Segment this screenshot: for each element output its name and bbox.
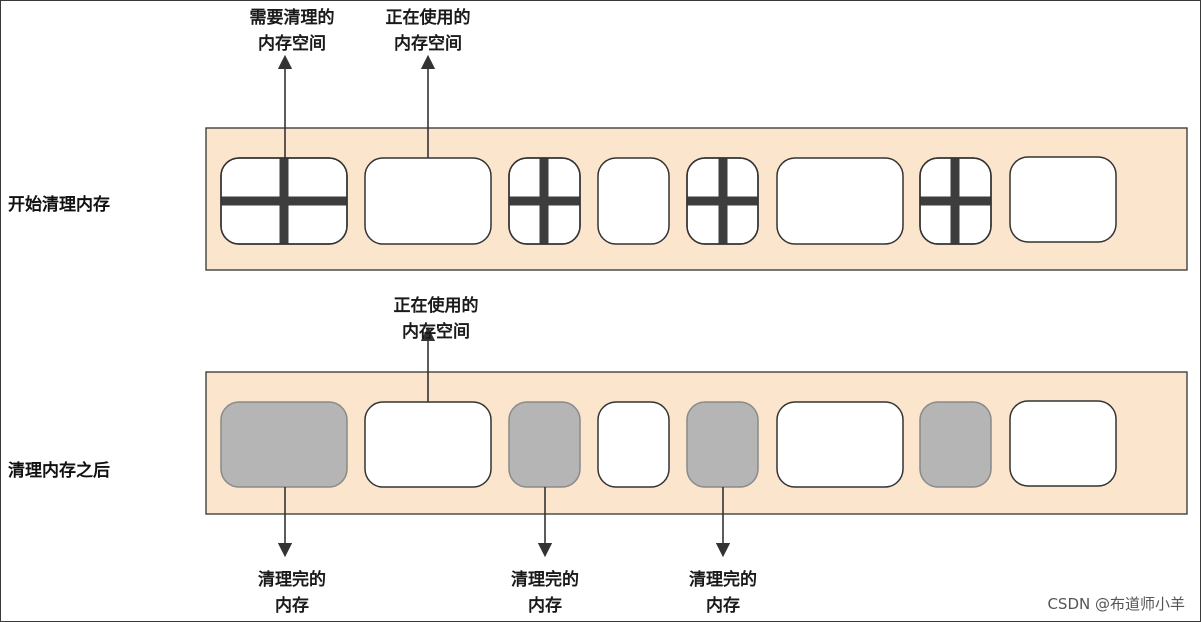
cleaned-label-3-line1: 清理完的 [689,569,757,590]
memory-block-in-use [776,157,904,245]
in-use-top-label-line2: 内存空间 [394,33,462,54]
memory-block-garbage [508,157,581,245]
row-label-start: 开始清理内存 [8,194,110,215]
cleaned-label-3-line2: 内存 [706,595,740,616]
memory-block-in-use [776,401,904,488]
memory-block-in-use [1009,156,1117,243]
memory-block-cleaned [686,401,759,488]
memory-block-in-use [1009,400,1117,487]
row-label-after: 清理内存之后 [8,460,110,481]
in-use-middle-label-line2: 内存空间 [402,321,470,342]
watermark-text: CSDN @布道师小羊 [1047,595,1185,613]
row2-blocks [220,400,1117,488]
memory-block-in-use [597,157,670,245]
cleaned-label-1-line1: 清理完的 [258,569,326,590]
memory-block-garbage [919,157,992,245]
needs-clean-label-line1: 需要清理的 [250,7,335,28]
in-use-top-label-line1: 正在使用的 [386,7,471,28]
cleaned-label-2-line2: 内存 [528,595,562,616]
memory-block-cleaned [508,401,581,488]
cleaned-label-1-line2: 内存 [275,595,309,616]
memory-block-garbage [220,157,348,245]
memory-block-in-use [364,157,492,245]
memory-block-in-use [364,401,492,488]
memory-block-garbage [686,157,759,245]
memory-block-cleaned [919,401,992,488]
row1-blocks [220,156,1117,245]
in-use-middle-label-line1: 正在使用的 [394,295,479,316]
memory-block-in-use [597,401,670,488]
memory-block-cleaned [220,401,348,488]
cleaned-label-2-line1: 清理完的 [511,569,579,590]
needs-clean-label-line2: 内存空间 [258,33,326,54]
